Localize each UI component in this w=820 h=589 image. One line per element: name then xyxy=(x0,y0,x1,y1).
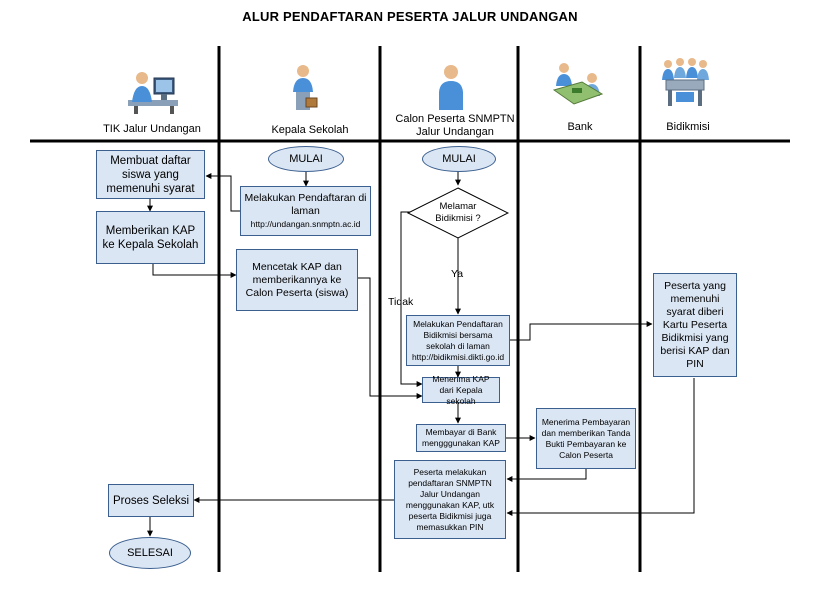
node-ks-daftar: Melakukan Pendaftaran di laman http://un… xyxy=(240,186,371,236)
arrow-ks-daftar-to-tik xyxy=(205,173,240,212)
node-proses-seleksi: Proses Seleksi xyxy=(108,484,194,517)
branch-label-ya: Ya xyxy=(451,268,464,280)
terminator-mulai-cp: MULAI xyxy=(422,146,496,172)
diagram-title: ALUR PENDAFTARAN PESERTA JALUR UNDANGAN xyxy=(242,9,578,24)
node-terima-kap: Menerima KAP dari Kepala sekolah xyxy=(422,374,500,406)
ks-daftar-url: http://undangan.snmptn.ac.id xyxy=(250,218,361,229)
lane-label-tik: TIK Jalur Undangan xyxy=(103,123,201,135)
node-bank-terima: Menerima Pembayaran dan memberikan Tanda… xyxy=(536,408,636,469)
lane-label-kepala-sekolah: Kepala Sekolah xyxy=(271,124,349,136)
node-daftar-bidikmisi: Melakukan Pendaftaran Bidikmisi bersama … xyxy=(406,315,510,366)
meeting-group-icon xyxy=(660,56,710,113)
node-beri-kap: Memberikan KAP ke Kepala Sekolah xyxy=(96,211,205,264)
terminator-selesai: SELESAI xyxy=(109,537,191,569)
decision-diamond xyxy=(406,187,510,239)
bidikmisi-url: http://bidikmisi.dikti.go.id xyxy=(411,351,505,362)
lane-label-bidikmisi: Bidikmisi xyxy=(666,121,710,133)
computer-user-icon xyxy=(126,68,180,119)
arrow-bidik-to-kartu xyxy=(510,321,653,341)
bank-teller-icon xyxy=(552,60,604,117)
arrow-cetak-to-terima xyxy=(358,277,423,399)
arrow-kartu-to-snmptn xyxy=(506,378,695,516)
branch-label-tidak: Tidak xyxy=(388,296,414,308)
arrow-kap-to-cetak xyxy=(152,264,237,278)
decision-label: Melamar Bidikmisi ? xyxy=(435,201,481,224)
businessman-icon xyxy=(289,64,319,117)
node-bayar-bank: Membayar di Bank mengggunakan KAP xyxy=(416,424,506,452)
node-cetak-kap: Mencetak KAP dan memberikannya ke Calon … xyxy=(236,249,358,311)
terminator-mulai-ks: MULAI xyxy=(268,146,344,172)
lane-label-calon-peserta: Calon Peserta SNMPTN Jalur Undangan xyxy=(395,113,515,138)
lane-label-bank: Bank xyxy=(567,121,593,133)
node-buat-daftar: Membuat daftar siswa yang memenuhi syara… xyxy=(96,150,205,199)
node-kartu-bidikmisi: Peserta yang memenuhi syarat diberi Kart… xyxy=(653,273,737,377)
arrow-tidak xyxy=(400,211,423,387)
person-icon xyxy=(436,64,466,117)
arrow-bank-to-snmptn xyxy=(506,469,587,482)
node-daftar-snmptn: Peserta melakukan pendaftaran SNMPTN Jal… xyxy=(394,460,506,539)
